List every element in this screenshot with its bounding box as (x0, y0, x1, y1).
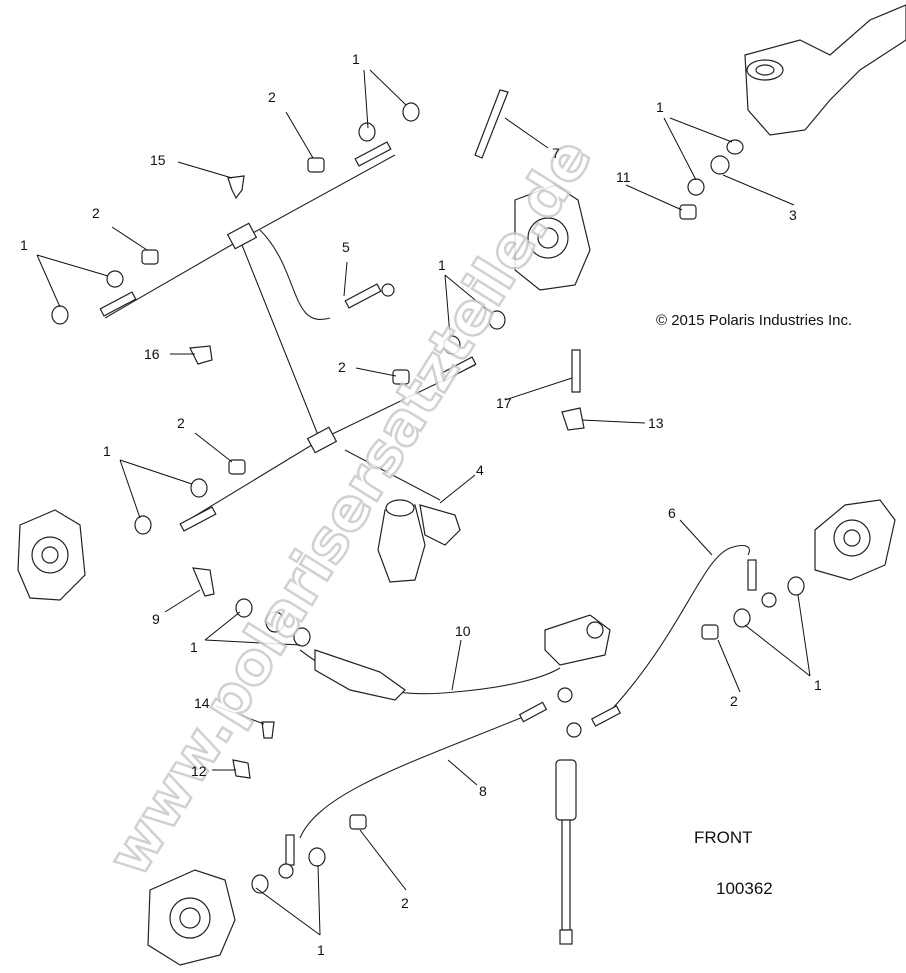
small-parts (189, 175, 585, 779)
caliper-left (17, 509, 86, 601)
brake-lines (104, 154, 750, 839)
part-17-bolt (571, 349, 581, 393)
washers (51, 102, 805, 894)
callouts: 1 2 15 2 1 7 1 11 3 5 1 © 2015 Polaris I… (20, 51, 852, 958)
callout-15: 15 (150, 152, 166, 168)
copyright-text: © 2015 Polaris Industries Inc. (656, 312, 852, 329)
callout-11: 11 (616, 169, 631, 185)
caliper-right (814, 499, 896, 581)
callout-1: 1 (438, 257, 446, 273)
callout-14: 14 (194, 695, 210, 711)
callout-2: 2 (401, 895, 409, 911)
callout-5: 5 (342, 239, 350, 255)
part-12-clip (232, 759, 251, 779)
brake-cable (555, 759, 577, 945)
part-15-clip (227, 175, 245, 200)
part-9-fitting (192, 567, 215, 597)
callout-13: 13 (648, 415, 664, 431)
callout-2: 2 (730, 693, 738, 709)
callout-10: 10 (455, 623, 471, 639)
diagram-number: 100362 (716, 879, 773, 898)
callout-1: 1 (352, 51, 360, 67)
valve-assembly (377, 499, 461, 583)
callout-2: 2 (338, 359, 346, 375)
caliper-center (514, 184, 591, 291)
callout-1: 1 (814, 677, 822, 693)
callout-2: 2 (268, 89, 276, 105)
part-14-screw (261, 721, 275, 739)
callout-6: 6 (668, 505, 676, 521)
part-7-rod (474, 89, 509, 159)
callout-2: 2 (177, 415, 185, 431)
front-label: FRONT (694, 828, 753, 847)
callout-1: 1 (190, 639, 198, 655)
master-cylinder (744, 4, 906, 136)
callout-3: 3 (789, 207, 797, 223)
part-16-clip (189, 345, 213, 365)
callout-9: 9 (152, 611, 160, 627)
banjo-fittings (99, 141, 777, 879)
caliper-bottom (147, 869, 236, 966)
part-13-clamp (561, 407, 585, 431)
callout-1: 1 (103, 443, 111, 459)
callout-7: 7 (552, 145, 560, 161)
callout-17: 17 (496, 395, 512, 411)
callout-8: 8 (479, 783, 487, 799)
callout-12: 12 (191, 763, 207, 779)
parking-valve (314, 614, 611, 701)
leader-lines (36, 69, 811, 936)
callout-1: 1 (317, 942, 325, 958)
callout-1: 1 (20, 237, 28, 253)
callout-2: 2 (92, 205, 100, 221)
banjo-bolts (141, 157, 719, 830)
callout-16: 16 (144, 346, 160, 362)
callout-1: 1 (656, 99, 664, 115)
tee-fittings (226, 222, 338, 454)
callout-4: 4 (476, 462, 484, 478)
